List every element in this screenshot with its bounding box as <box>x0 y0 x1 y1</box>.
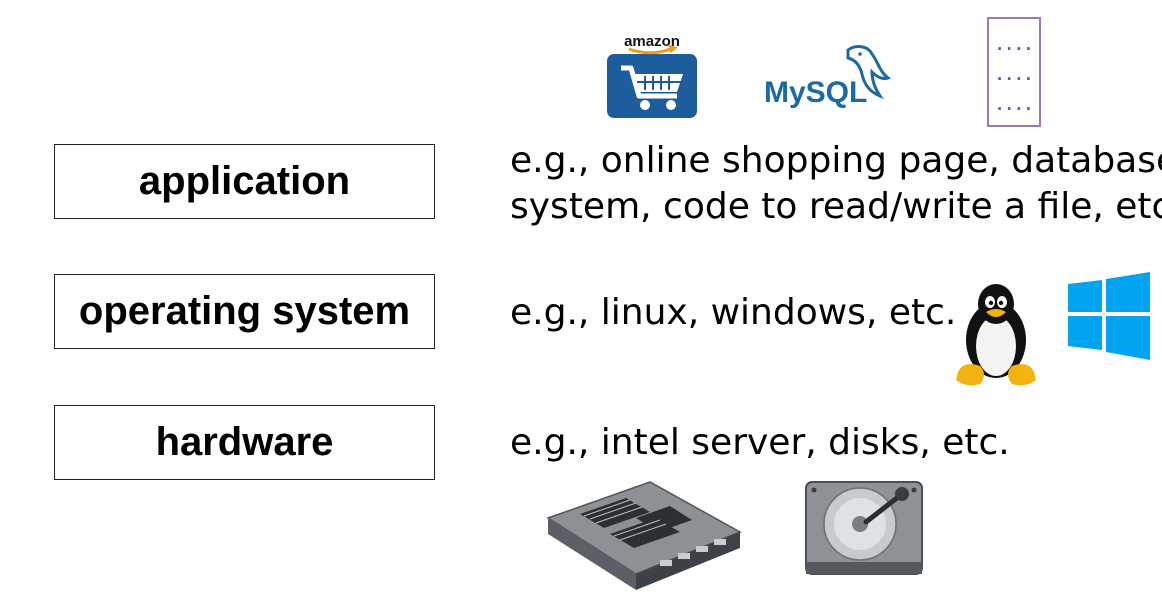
linux-penguin-icon <box>956 284 1036 386</box>
hard-disk-icon <box>805 481 923 575</box>
ellipsis-stack-icon: .... .... .... <box>987 17 1041 127</box>
amazon-cart-icon: amazon <box>607 30 697 118</box>
description-line: e.g., online shopping page, database <box>510 140 1162 181</box>
layer-description-hardware: e.g., intel server, disks, etc. <box>510 420 1010 466</box>
mysql-dolphin-icon: MySQL <box>764 45 892 109</box>
mysql-wordmark: MySQL <box>764 76 867 109</box>
description-line: system, code to read/write a file, etc. <box>510 186 1162 227</box>
ellipsis-row: .... <box>995 65 1034 84</box>
layer-box-hardware: hardware <box>54 405 435 480</box>
amazon-wordmark: amazon <box>624 33 680 50</box>
layer-label-application: application <box>138 159 351 203</box>
layer-description-application: e.g., online shopping page, database sys… <box>510 138 1162 230</box>
description-line: e.g., linux, windows, etc. <box>510 292 957 333</box>
ellipsis-row: .... <box>995 95 1034 114</box>
layer-box-application: application <box>54 144 435 219</box>
layer-label-hardware: hardware <box>155 420 334 464</box>
description-line: e.g., intel server, disks, etc. <box>510 422 1010 463</box>
windows-logo-icon <box>1068 272 1150 360</box>
layer-label-operating-system: operating system <box>78 289 411 333</box>
layer-description-operating-system: e.g., linux, windows, etc. <box>510 290 956 336</box>
server-blade-icon <box>546 481 742 590</box>
layer-box-operating-system: operating system <box>54 274 435 349</box>
ellipsis-row: .... <box>995 35 1034 54</box>
